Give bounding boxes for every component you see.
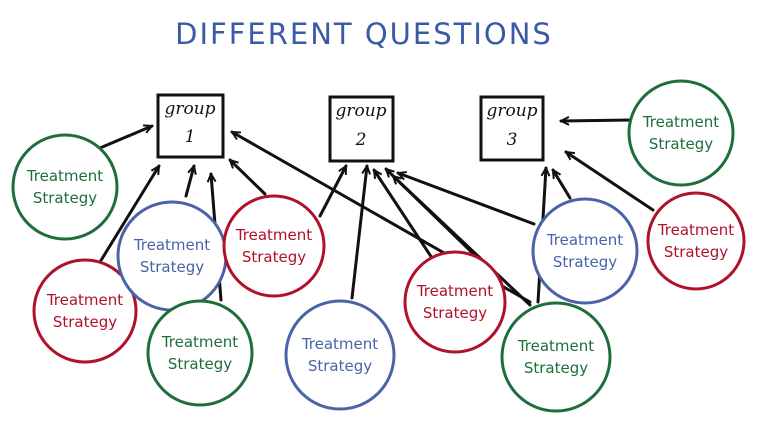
group-box-3-number: 3 <box>507 130 518 150</box>
strategy-node-circle <box>284 299 396 411</box>
group-box-3: group 3 <box>479 95 545 162</box>
group-box-1-label: group <box>164 99 215 119</box>
strategy-node-circle <box>403 250 507 354</box>
strategy-node-line1: Treatment <box>517 337 594 355</box>
strategy-node-line2: Strategy <box>168 355 232 373</box>
strategy-node-line2: Strategy <box>664 243 728 261</box>
strategy-node-line1: Treatment <box>46 291 123 309</box>
arrow-15 <box>559 120 634 121</box>
strategy-node-circle <box>627 79 735 187</box>
strategy-node-line1: Treatment <box>301 335 378 353</box>
arrow-16 <box>566 150 655 212</box>
strategy-node-line1: Treatment <box>546 231 623 249</box>
arrow-1 <box>98 126 152 150</box>
strategy-node-line2: Strategy <box>53 313 117 331</box>
arrow-7 <box>318 166 348 218</box>
group-box-1: group 1 <box>156 93 225 159</box>
strategy-node-circle <box>116 200 228 312</box>
strategy-nodes-layer: TreatmentStrategyTreatmentStrategyTreatm… <box>11 79 746 413</box>
strategy-node-circle <box>11 133 119 241</box>
strategy-node-line1: Treatment <box>161 333 238 351</box>
strategy-node-line2: Strategy <box>140 258 204 276</box>
strategy-node-circle <box>32 258 138 364</box>
strategy-node-circle <box>531 197 639 305</box>
strategy-node-line2: Strategy <box>524 359 588 377</box>
strategy-node-circle <box>500 301 612 413</box>
strategy-node-line2: Strategy <box>308 357 372 375</box>
arrow-5 <box>230 160 267 196</box>
strategy-node-line2: Strategy <box>649 135 713 153</box>
group-box-2-number: 2 <box>355 130 367 150</box>
strategy-node-circle <box>146 299 254 407</box>
strategy-node-line1: Treatment <box>657 221 734 239</box>
arrow-8 <box>350 166 367 300</box>
arrow-2 <box>98 166 161 264</box>
group-box-2: group 2 <box>328 95 395 163</box>
strategy-node-line1: Treatment <box>235 226 312 244</box>
strategy-node-circle <box>646 191 746 291</box>
group-box-1-number: 1 <box>185 127 196 147</box>
strategy-node-line2: Strategy <box>553 253 617 271</box>
diagram-title: DIFFERENT QUESTIONS <box>175 17 553 51</box>
strategy-node-line1: Treatment <box>133 236 210 254</box>
arrow-9 <box>372 170 434 260</box>
strategy-node-line2: Strategy <box>242 248 306 266</box>
arrow-14 <box>551 170 572 200</box>
arrow-12 <box>398 173 536 226</box>
strategy-node-line2: Strategy <box>33 189 97 207</box>
group-box-2-label: group <box>335 101 386 121</box>
strategy-node-line1: Treatment <box>416 282 493 300</box>
strategy-node-line1: Treatment <box>642 113 719 131</box>
strategy-node-line1: Treatment <box>26 167 103 185</box>
group-box-3-label: group <box>486 101 537 121</box>
arrow-11 <box>393 176 532 307</box>
strategy-node-line2: Strategy <box>423 304 487 322</box>
strategy-node-circle <box>222 194 326 298</box>
arrow-3 <box>184 166 194 198</box>
